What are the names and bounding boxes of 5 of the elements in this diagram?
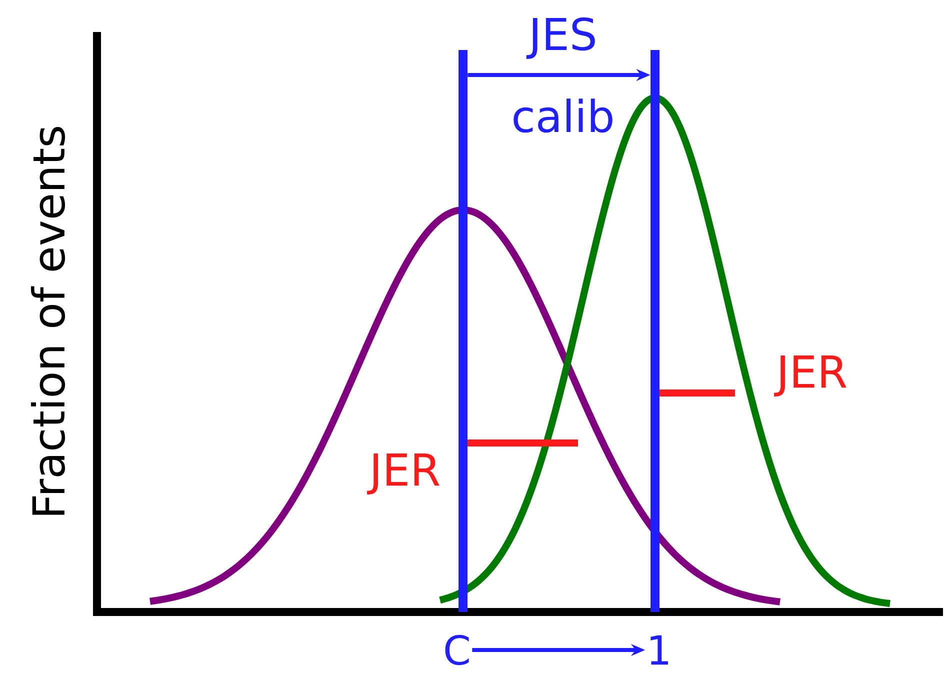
axis-label: Fraction of events (31, 127, 66, 515)
axis-tick-label: C (445, 634, 469, 666)
axis-tick-label: 1 (650, 635, 668, 665)
edge-label: JES calib (514, 17, 612, 133)
width-label: JER (774, 356, 846, 396)
